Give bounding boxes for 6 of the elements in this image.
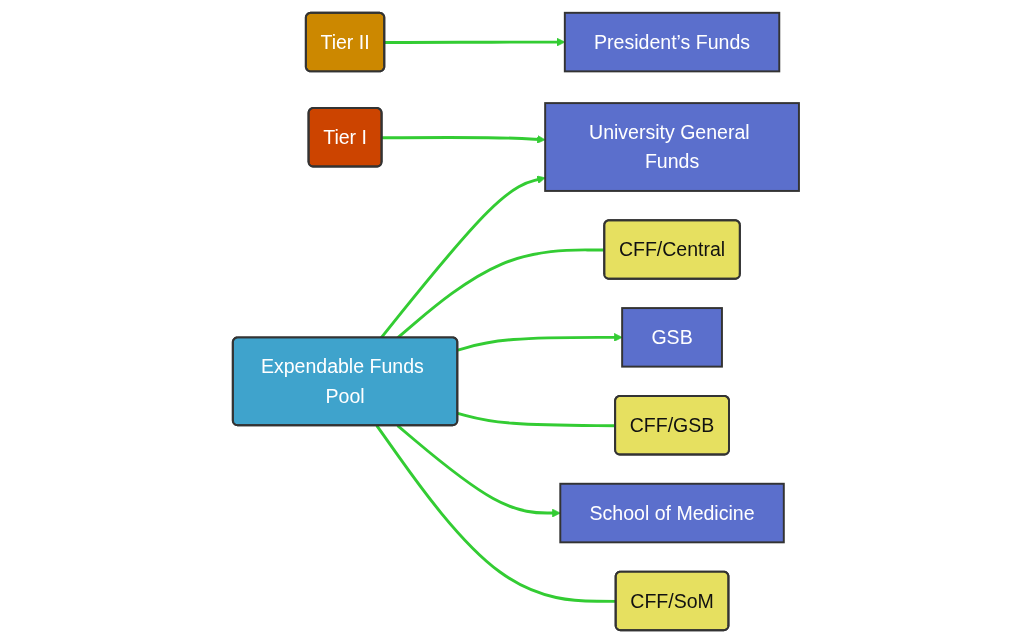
node-box: University General Funds bbox=[543, 102, 800, 192]
arrow bbox=[384, 37, 565, 47]
node-box: President’s Funds bbox=[563, 11, 780, 73]
node-box: GSB bbox=[620, 307, 723, 368]
node-box: School of Medicine bbox=[558, 482, 785, 544]
connector bbox=[375, 424, 616, 603]
